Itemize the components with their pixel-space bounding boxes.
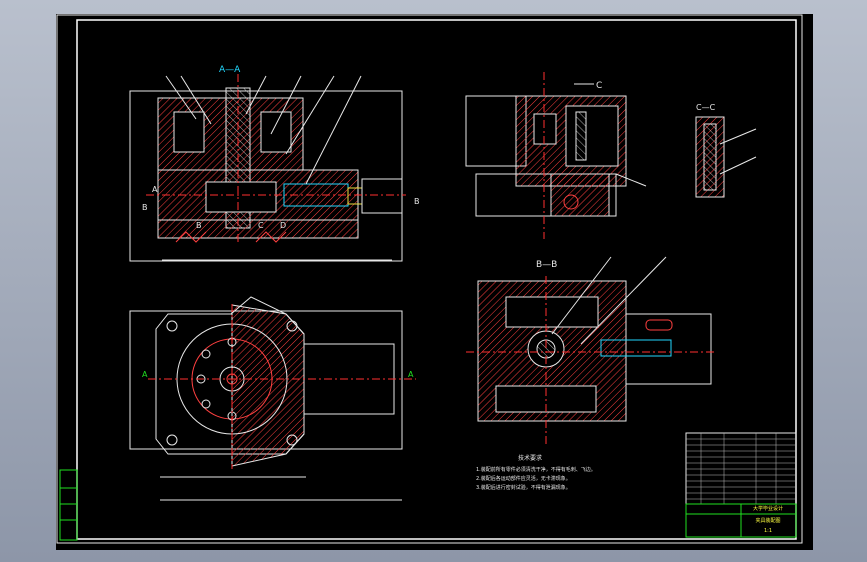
plan-bolt-hole — [166, 320, 178, 332]
binding-strip — [59, 469, 78, 541]
parts-list-and-title-block: 大学毕业设计 夹具装配图 1:1 — [59, 432, 797, 541]
side-slide — [575, 111, 587, 161]
cut-letter-b-right: B — [414, 197, 420, 206]
base-plate — [157, 219, 359, 239]
leader-5 — [285, 75, 335, 155]
leader-1 — [165, 75, 197, 120]
b-b-upper-slot — [505, 296, 599, 328]
cut-letter-c-top: C — [596, 81, 602, 91]
section-title-a-a: A—A — [219, 65, 241, 75]
technical-notes: 技术要求 1.装配前所有零件必须清洗干净，不得有毛刺、飞边。 2.装配后各运动部… — [476, 454, 596, 491]
break-line-right — [255, 231, 287, 243]
cut-letter-b-bottom: B — [196, 221, 202, 230]
notes-line-2: 2.装配后各运动部件应灵活，无卡滞现象。 — [476, 475, 571, 482]
side-view: C — [465, 72, 647, 239]
plan-cylinder-body — [303, 343, 395, 415]
drawing-viewport[interactable]: A—A A B B B C D C — [56, 14, 813, 550]
side-base — [475, 173, 617, 217]
plan-index-hole — [201, 399, 211, 409]
side-window — [533, 113, 557, 145]
plan-index-hole — [201, 349, 211, 359]
plan-view: A A — [129, 296, 416, 501]
leader-6 — [305, 75, 362, 185]
title-block-scale: 1:1 — [764, 528, 772, 534]
section-title-c-c: C—C — [696, 103, 716, 112]
leader-b-2 — [580, 256, 667, 345]
notes-line-3: 3.装配后进行密封试验，不得有泄漏现象。 — [476, 484, 571, 491]
leader-4 — [270, 75, 302, 135]
plan-sectioned-half — [231, 304, 305, 467]
leader-3 — [245, 75, 267, 115]
cut-letter-d-bottom: D — [280, 221, 286, 230]
leader-b-1 — [551, 256, 612, 335]
plan-bolt-hole — [166, 434, 178, 446]
plan-bolt-hole — [286, 320, 298, 332]
section-view-b-b: B—B — [466, 256, 716, 444]
b-b-piston-rod — [600, 339, 672, 357]
section-view-a-a: A—A A B B B C D — [129, 65, 420, 262]
b-b-port — [645, 319, 673, 331]
cylinder-end — [361, 178, 403, 214]
cut-letter-a-plan-left: A — [142, 370, 148, 379]
leader-2 — [180, 75, 212, 125]
side-inner-bore — [565, 105, 619, 167]
section-view-c-c: C—C — [695, 103, 757, 198]
notes-line-1: 1.装配前所有零件必须清洗干净，不得有毛刺、飞边。 — [476, 466, 596, 473]
cut-letter-c-bottom: C — [258, 221, 264, 230]
housing-cavity-left — [173, 111, 205, 153]
assembly-drawing: A—A A B B B C D C — [56, 14, 803, 544]
cut-letter-a-plan-right: A — [408, 370, 414, 379]
drawing-frame — [76, 19, 797, 540]
detail-c-c-core — [703, 123, 717, 191]
lower-cavity — [205, 181, 277, 213]
housing-cavity-right — [260, 111, 292, 153]
parts-list-grid — [686, 433, 796, 504]
side-pin — [563, 194, 579, 210]
break-line-left — [175, 231, 207, 243]
outer-border — [56, 14, 803, 544]
leader-12 — [719, 156, 757, 175]
plan-bolt-hole — [286, 434, 298, 446]
leader-7 — [615, 173, 647, 187]
title-block-school: 大学毕业设计 — [753, 505, 783, 512]
side-base-section — [550, 173, 610, 217]
title-block-drawing-name: 夹具装配图 — [755, 517, 780, 524]
cut-letter-b-left: B — [142, 203, 148, 212]
b-b-cylinder — [625, 313, 712, 385]
section-title-b-b: B—B — [536, 260, 557, 270]
cut-letter-a-left: A — [152, 185, 158, 194]
notes-heading: 技术要求 — [518, 454, 542, 462]
leader-11 — [719, 128, 757, 145]
